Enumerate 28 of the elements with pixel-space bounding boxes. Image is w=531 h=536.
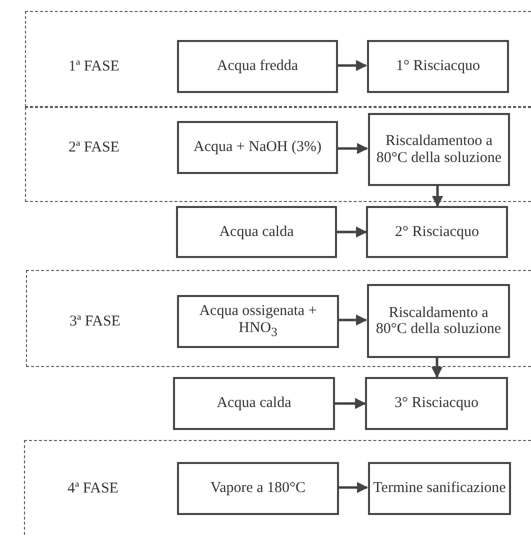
phase-band <box>25 107 531 202</box>
arrow <box>337 226 368 238</box>
arrow <box>338 482 368 494</box>
process-box: 3° Risciacquo <box>365 377 508 430</box>
phase-band <box>26 270 531 367</box>
process-box: Riscaldamento a 80°C della soluzione <box>367 284 510 358</box>
process-box: Termine sanificazione <box>368 462 511 515</box>
process-box: 1° Risciacquo <box>367 40 509 93</box>
process-box: Riscaldamentoo a 80°C della soluzione <box>368 113 510 186</box>
phase-band <box>25 11 531 107</box>
process-box: Acqua calda <box>173 377 335 430</box>
arrow <box>335 398 366 410</box>
arrow <box>337 60 368 72</box>
phase-label: 3ª FASE <box>68 313 122 330</box>
phase-label: 4ª FASE <box>66 480 120 497</box>
arrow <box>432 185 444 208</box>
process-box: Vapore a 180°C <box>177 462 339 515</box>
phase-label: 2ª FASE <box>68 139 120 156</box>
phase-label: 1ª FASE <box>68 58 120 75</box>
process-box: Acqua calda <box>176 206 337 258</box>
arrow <box>337 142 368 154</box>
arrow <box>338 314 368 326</box>
process-box: Acqua fredda <box>177 40 338 93</box>
process-box: Acqua ossigenata + HNO$_{3}$ <box>177 295 339 348</box>
process-box: 2° Risciacquo <box>366 206 508 258</box>
phase-band <box>24 440 531 536</box>
arrow <box>431 357 443 378</box>
process-box: Acqua + NaOH (3%) <box>177 121 338 174</box>
